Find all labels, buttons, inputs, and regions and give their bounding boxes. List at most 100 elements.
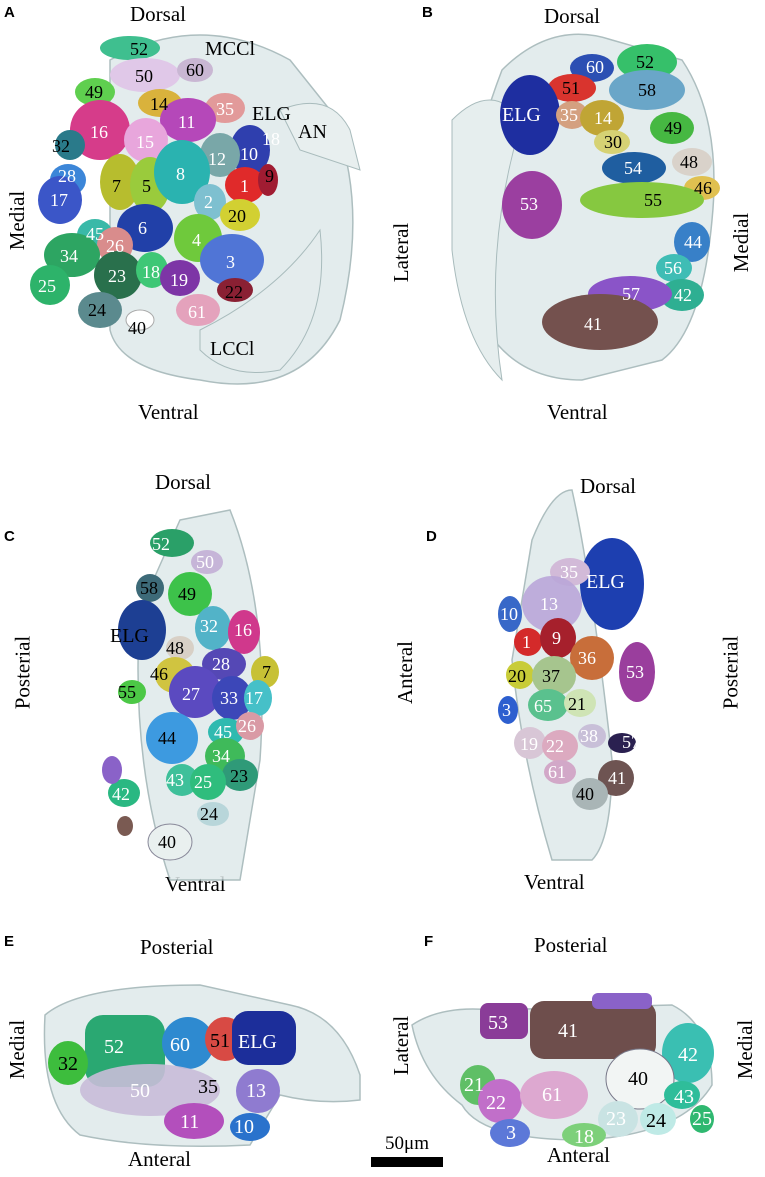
cluster-label: 49: [664, 118, 682, 138]
cluster-label: 52: [130, 39, 148, 59]
cluster-label: 45: [214, 722, 232, 742]
cluster-shape: [502, 171, 562, 239]
cluster-shape: [118, 600, 166, 660]
cluster-label: 24: [200, 804, 218, 824]
cluster-shape: [660, 279, 704, 311]
cluster-shape: [232, 1011, 296, 1065]
cluster-shape: [136, 574, 164, 602]
cluster-shape: [258, 164, 278, 196]
cluster-shape: [194, 184, 226, 220]
cluster-shape: [490, 1119, 530, 1147]
cluster-shape: [80, 1064, 220, 1116]
cluster-label: 48: [166, 638, 184, 658]
cluster-label: 61: [542, 1084, 562, 1106]
cluster-shape: [169, 666, 221, 718]
cluster-label: 32: [200, 616, 218, 636]
cluster-label: 11: [180, 1111, 199, 1133]
cluster-label: 14: [150, 94, 168, 114]
structure-label: ELG: [502, 104, 541, 126]
cluster-label: 22: [546, 736, 564, 756]
cluster-shape: [199, 228, 323, 373]
cluster-label: 28: [212, 654, 230, 674]
cluster-shape: [506, 661, 534, 689]
cluster-label: 57: [622, 284, 640, 304]
cluster-label: 40: [128, 318, 146, 338]
cluster-label: 51: [562, 78, 580, 98]
cluster-shape: [556, 101, 588, 129]
cluster-label: 17: [245, 688, 263, 708]
axis-top: Dorsal: [155, 470, 211, 494]
cluster-shape: [30, 265, 70, 305]
cluster-label: 61: [548, 762, 566, 782]
neuron-cluster-render-c: 52 50 58 49 32 16 48 28 46 7 27 33 17 55…: [102, 509, 279, 881]
cluster-label: 19: [520, 734, 538, 754]
cluster-label: 50: [135, 66, 153, 86]
cluster-shape: [177, 58, 213, 82]
cluster-shape: [100, 36, 160, 60]
cluster-label: 24: [88, 300, 106, 320]
cluster-label: 36: [578, 648, 596, 668]
cluster-shape: [75, 78, 115, 106]
structure-label: AN: [298, 121, 327, 143]
cluster-shape: [217, 278, 253, 302]
cluster-label: 35: [560, 562, 578, 582]
cluster-label: 44: [684, 232, 702, 252]
cluster-label: 13: [246, 1080, 266, 1102]
cluster-shape: [202, 648, 246, 680]
cluster-shape: [544, 760, 576, 784]
cluster-shape: [228, 610, 260, 654]
cluster-label: 58: [140, 578, 158, 598]
cluster-shape: [176, 294, 220, 326]
cluster-label: 50: [196, 552, 214, 572]
structure-label: ELG: [252, 103, 291, 125]
panel-a: A Dorsal Ventral Medial: [0, 0, 382, 440]
cluster-shape: [572, 778, 608, 810]
cluster-label: 52: [152, 534, 170, 554]
structure-label: MCCl: [205, 38, 255, 60]
cluster-label: 49: [178, 584, 196, 604]
cluster-shape: [594, 130, 630, 154]
panel-label: A: [4, 4, 15, 21]
cluster-label: 10: [234, 1116, 254, 1138]
panel-d: D Dorsal Ventral Anteral Posterial 35 13…: [382, 460, 765, 900]
axis-top: Dorsal: [580, 474, 636, 498]
cluster-shape: [55, 130, 85, 160]
cluster-shape: [674, 222, 710, 262]
cluster-shape: [609, 70, 685, 110]
cluster-label: 50: [130, 1080, 150, 1102]
cluster-label: 41: [558, 1020, 578, 1042]
cluster-label: 3: [502, 700, 511, 720]
cluster-label: 10: [240, 144, 258, 164]
cluster-label: 34: [212, 746, 230, 766]
cluster-label: 22: [486, 1092, 506, 1114]
axis-bottom: Ventral: [547, 400, 608, 424]
cluster-shape: [38, 176, 82, 224]
cluster-label: 16: [90, 122, 108, 142]
cluster-label: 60: [186, 60, 204, 80]
cluster-label: 8: [176, 164, 185, 184]
cluster-shape: [580, 182, 704, 218]
cluster-shape: [605, 1048, 675, 1110]
cluster-shape: [160, 260, 200, 296]
cluster-shape: [102, 756, 122, 784]
cluster-label: 21: [464, 1074, 484, 1096]
panel-c: C Dorsal Ventral Posterial 52 50: [0, 460, 382, 900]
cluster-shape: [150, 529, 194, 557]
cluster-label: 11: [178, 112, 195, 132]
cluster-shape: [580, 100, 624, 136]
cluster-shape: [662, 1023, 714, 1083]
cluster-shape: [500, 75, 560, 155]
cluster-shape: [230, 1113, 270, 1141]
neuron-cluster-render-a: 52 50 60 49 14 35 16 11 15 18 10 12 32 2…: [30, 34, 361, 385]
panel-label: B: [422, 4, 433, 21]
cluster-shape: [230, 125, 270, 175]
cluster-shape: [225, 167, 265, 203]
cluster-shape: [672, 148, 712, 176]
axis-top: Dorsal: [130, 2, 186, 26]
cluster-shape: [191, 550, 223, 574]
cluster-shape: [498, 596, 522, 632]
cluster-label: 4: [192, 230, 201, 250]
cluster-shape: [162, 1017, 214, 1069]
cluster-label: 7: [262, 662, 271, 682]
cluster-label: 28: [58, 166, 76, 186]
